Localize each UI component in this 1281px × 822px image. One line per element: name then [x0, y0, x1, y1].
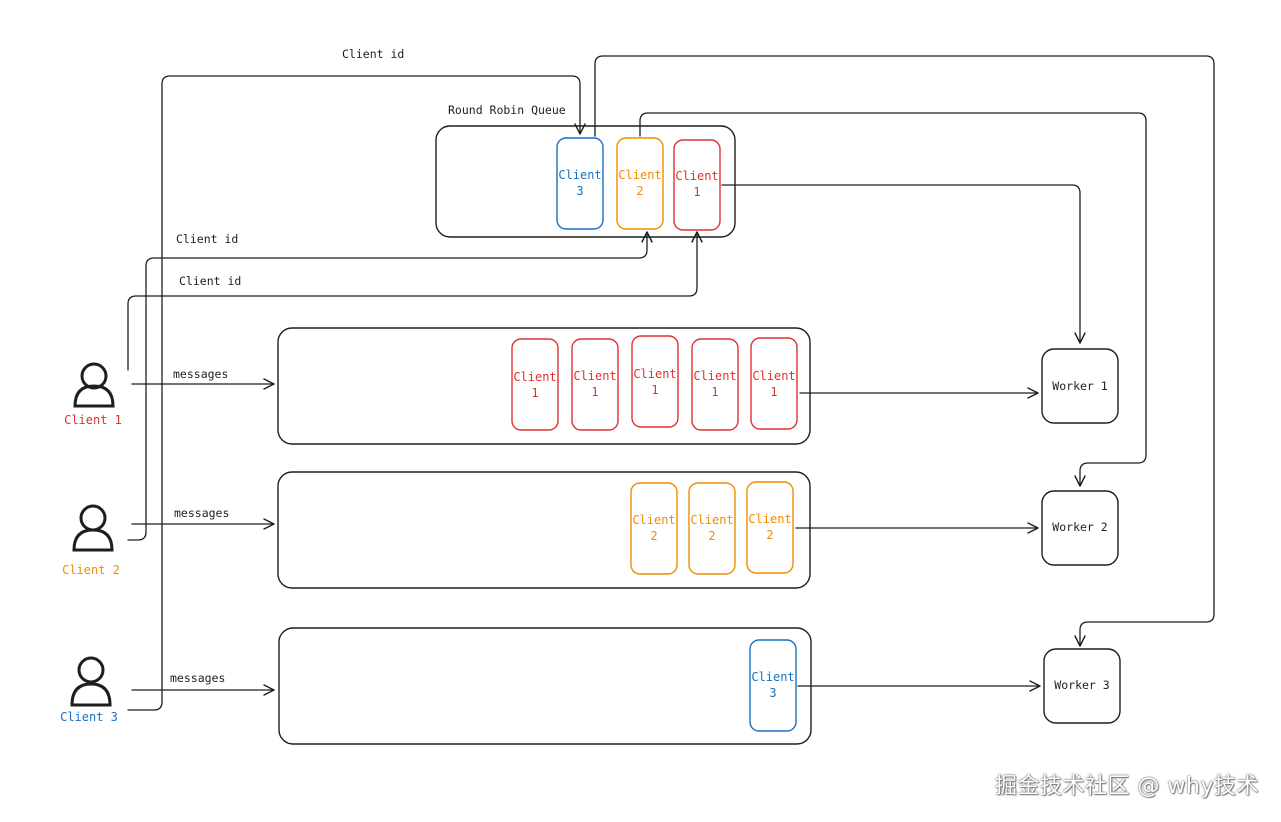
svg-text:Client: Client	[558, 168, 601, 182]
round-robin-queue-box	[435, 125, 736, 238]
person-icon	[73, 362, 115, 408]
svg-text:Client: Client	[513, 370, 556, 384]
round-robin-chips: Client 3 Client 2 Client 1	[556, 137, 721, 231]
client3-messages-label: messages	[170, 671, 225, 685]
queue2-chips: Client 2 Client 2 Client 2	[630, 481, 794, 575]
client1-messages-label: messages	[173, 367, 228, 381]
message-queue-2-box	[277, 471, 811, 589]
svg-text:Client: Client	[633, 367, 676, 381]
client2-messages-label: messages	[174, 506, 229, 520]
svg-text:2: 2	[708, 529, 715, 543]
svg-text:Client: Client	[632, 513, 675, 527]
rr-chip-client1: Client 1	[673, 139, 721, 231]
client3-id-label: Client id	[342, 47, 404, 61]
round-robin-queue-title: Round Robin Queue	[448, 103, 566, 117]
worker-1: Worker 1	[1041, 348, 1119, 424]
queue1-chips: Client 1 Client 1 Client 1 Client 1 Clie…	[511, 335, 798, 431]
client-3-actor: Client 3	[60, 656, 118, 724]
message-queue-3-box	[278, 627, 812, 745]
rr-to-worker1-connector	[721, 184, 1086, 344]
queue3-chips: Client 3	[749, 639, 797, 732]
queue2-chip: Client 2	[746, 481, 794, 574]
svg-text:2: 2	[766, 528, 773, 542]
queue2-chip: Client 2	[630, 482, 678, 575]
client-2-label: Client 2	[62, 563, 120, 577]
svg-text:Client: Client	[751, 670, 794, 684]
client1-id-connector	[127, 231, 703, 371]
svg-text:3: 3	[769, 686, 776, 700]
svg-text:Worker 2: Worker 2	[1052, 520, 1107, 534]
rr-chip-client2: Client 2	[616, 137, 664, 230]
svg-text:1: 1	[711, 385, 718, 399]
svg-text:2: 2	[650, 529, 657, 543]
svg-text:1: 1	[531, 386, 538, 400]
rr-to-worker3-connector	[594, 55, 1215, 647]
client3-id-connector	[127, 75, 586, 711]
svg-text:1: 1	[693, 185, 700, 199]
message-queue-1-box	[277, 327, 811, 445]
svg-text:Worker 1: Worker 1	[1052, 379, 1107, 393]
svg-text:Client: Client	[693, 369, 736, 383]
svg-text:Client: Client	[573, 369, 616, 383]
person-icon	[70, 656, 112, 707]
client-1-actor: Client 1	[64, 362, 122, 427]
client-3-label: Client 3	[60, 710, 118, 724]
queue3-chip: Client 3	[749, 639, 797, 732]
queue1-chip: Client 1	[750, 337, 798, 430]
queue1-chip: Client 1	[691, 338, 739, 431]
svg-text:Client: Client	[748, 512, 791, 526]
queue1-chip: Client 1	[631, 335, 679, 428]
svg-text:Client: Client	[618, 168, 661, 182]
client1-id-label: Client id	[179, 274, 241, 288]
svg-text:1: 1	[591, 385, 598, 399]
svg-text:Client: Client	[752, 369, 795, 383]
queue2-chip: Client 2	[688, 482, 736, 575]
client2-id-connector	[127, 231, 653, 541]
watermark: 掘金技术社区 @ why技术	[995, 774, 1259, 799]
svg-text:Client: Client	[690, 513, 733, 527]
rr-to-worker2-connector	[639, 112, 1147, 487]
rr-chip-client3: Client 3	[556, 137, 604, 230]
client-2-actor: Client 2	[62, 504, 120, 577]
queue1-chip: Client 1	[571, 338, 619, 431]
svg-text:3: 3	[576, 184, 583, 198]
svg-text:2: 2	[636, 184, 643, 198]
client-1-label: Client 1	[64, 413, 122, 427]
svg-text:Worker 3: Worker 3	[1054, 678, 1109, 692]
client2-id-label: Client id	[176, 232, 238, 246]
worker-3: Worker 3	[1043, 648, 1121, 724]
worker-2: Worker 2	[1041, 490, 1119, 566]
svg-text:Client: Client	[675, 169, 718, 183]
queue1-chip: Client 1	[511, 338, 559, 431]
person-icon	[72, 504, 114, 552]
svg-text:1: 1	[770, 385, 777, 399]
svg-text:1: 1	[651, 383, 658, 397]
